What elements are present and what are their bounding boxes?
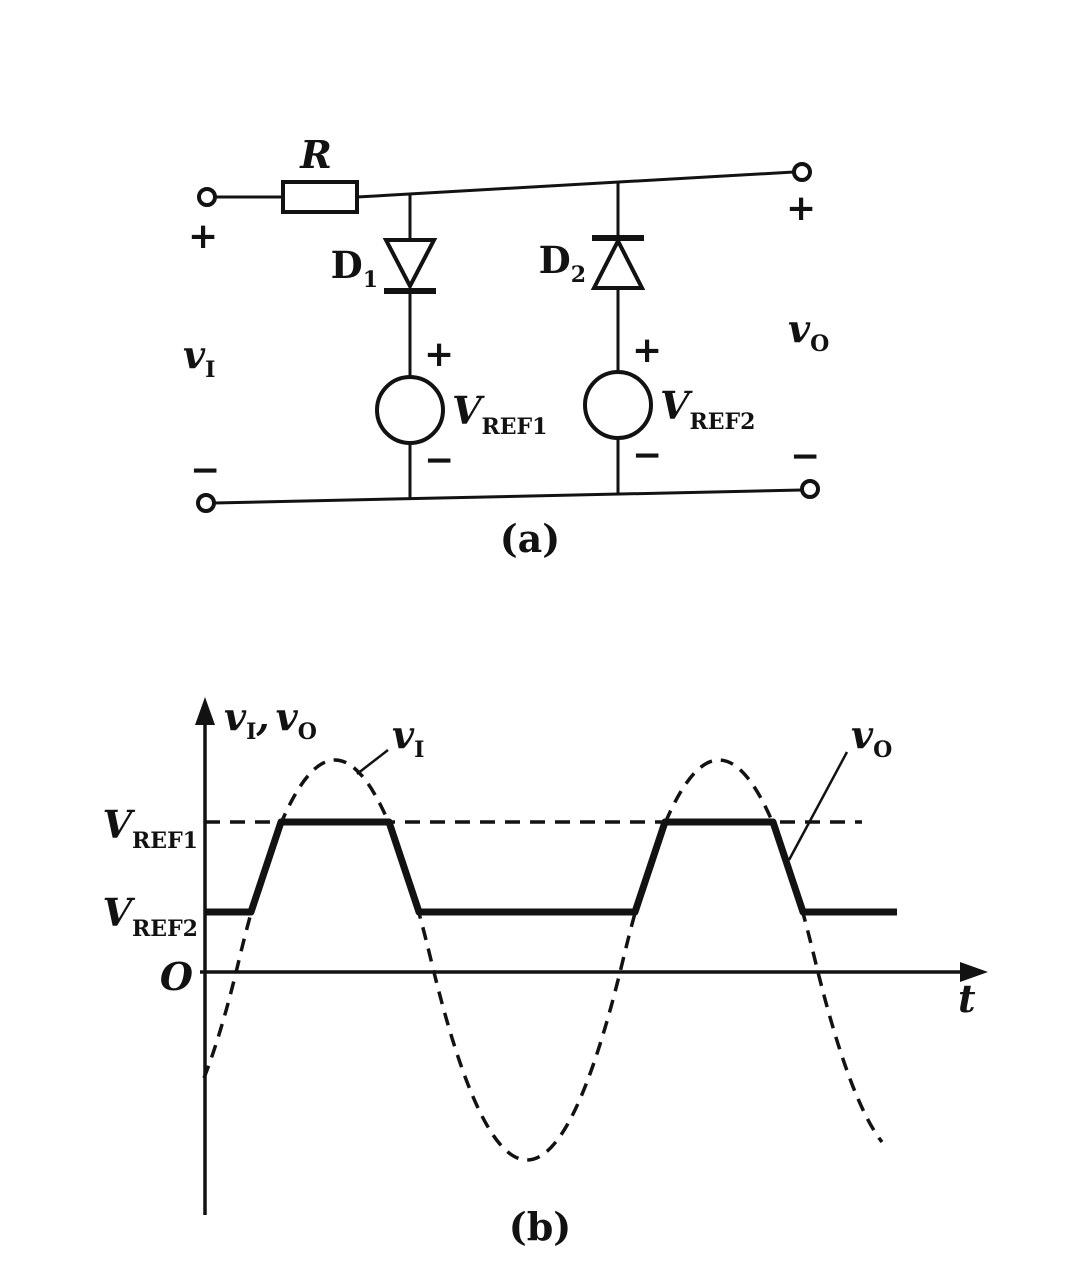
diode2-triangle	[590, 236, 646, 290]
output-clipped-curve	[205, 818, 897, 916]
y-axis-arrowhead	[195, 697, 215, 725]
output-curve-label: vO	[851, 712, 892, 763]
output-plus-sign: +	[786, 188, 816, 229]
wire-top	[356, 170, 795, 199]
output-label-leader-line	[787, 751, 849, 861]
source1-label: VREF1	[452, 388, 547, 440]
resistor-label: R	[299, 132, 332, 177]
diode2-label: D2	[539, 238, 586, 288]
output-label: vO	[788, 306, 829, 357]
terminal-top-left	[197, 187, 217, 207]
source1-plus-sign: +	[424, 334, 454, 375]
y-axis-label: vI,vO	[224, 694, 317, 745]
x-axis-arrowhead	[960, 962, 988, 982]
source2-label: VREF2	[660, 383, 755, 435]
source2-minus-sign: −	[632, 435, 662, 476]
wire-bottom	[213, 488, 803, 505]
source2-plus-sign: +	[632, 330, 662, 371]
diode1-triangle	[382, 238, 438, 291]
waveform-plot: vI,vO O t VREF1 VREF2 vI vO (b)	[103, 694, 988, 1249]
time-axis-label: t	[958, 976, 976, 1021]
vref2-level-label: VREF2	[103, 890, 198, 942]
terminal-bottom-left	[196, 493, 216, 513]
vref1-level-label: VREF1	[103, 802, 198, 854]
output-minus-sign: −	[790, 436, 820, 477]
diode1-label: D1	[331, 243, 378, 293]
input-minus-sign: −	[190, 450, 220, 491]
input-label-leader-line	[356, 749, 389, 775]
terminal-top-right	[792, 162, 812, 182]
source2-circle	[583, 370, 653, 440]
input-plus-sign: +	[188, 216, 218, 257]
resistor-body	[281, 180, 359, 214]
source1-circle	[375, 375, 445, 445]
waveform-caption: (b)	[509, 1204, 572, 1249]
circuit-caption: (a)	[500, 516, 561, 561]
input-label: vI	[183, 332, 215, 383]
circuit-diagram: R D1 + VREF1 − D2 + VREF2 − + − vI + − v…	[183, 132, 829, 561]
terminal-bottom-right	[800, 479, 820, 499]
origin-label: O	[160, 954, 193, 999]
input-curve-label: vI	[392, 712, 424, 763]
source1-minus-sign: −	[424, 440, 454, 481]
